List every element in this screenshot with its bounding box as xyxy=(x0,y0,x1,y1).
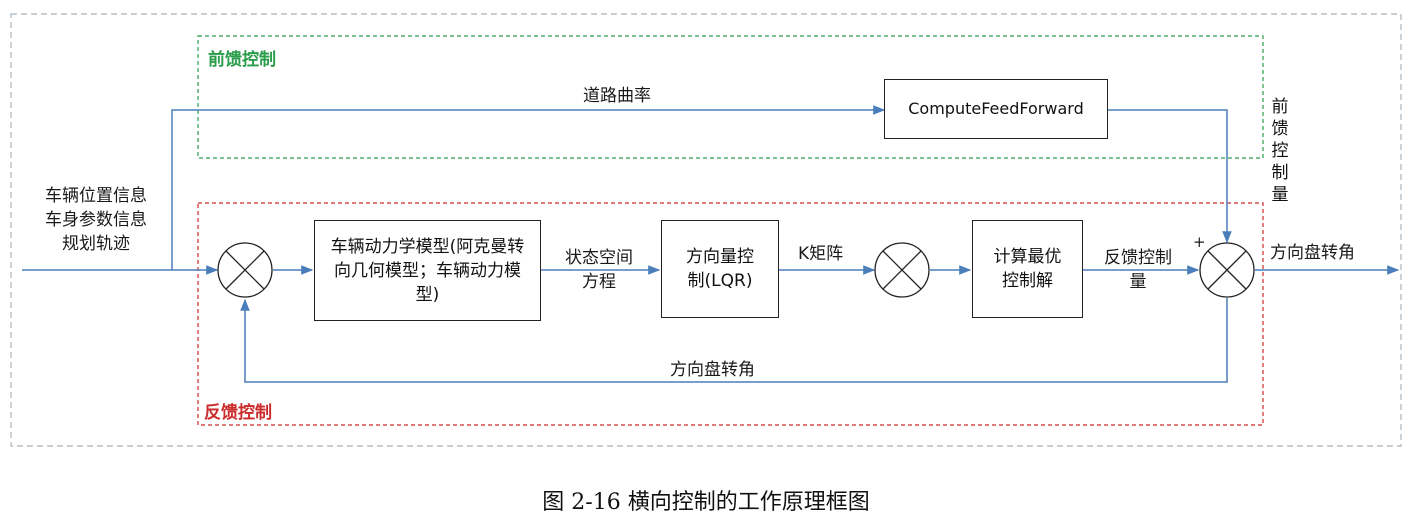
optimal-block: 计算最优控制解 xyxy=(972,220,1083,318)
sum-junction-2 xyxy=(874,242,930,298)
sum-junction-3 xyxy=(1199,242,1255,298)
k-matrix-label: K矩阵 xyxy=(798,244,844,264)
sum-junction-1 xyxy=(217,242,273,298)
input-line-2: 车身参数信息 xyxy=(45,210,147,230)
state-space-label: 状态空间方程 xyxy=(565,248,633,292)
feedback-qty-label: 反馈控制量 xyxy=(1104,248,1172,292)
feedforward-block: ComputeFeedForward xyxy=(884,79,1108,139)
road-curvature-line xyxy=(171,105,886,270)
feedback-title: 反馈控制 xyxy=(204,403,272,423)
input-line-3: 规划轨迹 xyxy=(62,234,130,254)
input-line-1: 车辆位置信息 xyxy=(45,186,147,206)
figure-caption: 图 2-16 横向控制的工作原理框图 xyxy=(542,490,870,515)
feedback-region xyxy=(197,202,1264,426)
feedforward-to-sum3 xyxy=(1108,109,1232,244)
feedforward-title: 前馈控制 xyxy=(208,50,276,70)
input-labels: 车辆位置信息 车身参数信息 规划轨迹 xyxy=(28,184,164,256)
plus-sign: + xyxy=(1193,233,1206,251)
dynamics-block: 车辆动力学模型(阿克曼转向几何模型；车辆动力模型) xyxy=(314,220,541,321)
lqr-block: 方向量控制(LQR) xyxy=(661,220,779,318)
road-curvature-label: 道路曲率 xyxy=(583,86,651,106)
outer-frame xyxy=(10,13,1402,447)
steering-feedback-label: 方向盘转角 xyxy=(670,360,755,380)
feedforward-qty-label: 前馈控制量 xyxy=(1271,97,1289,205)
feedback-loop-line xyxy=(240,298,1228,383)
steering-output-label: 方向盘转角 xyxy=(1270,243,1355,263)
feedforward-region xyxy=(197,35,1264,159)
